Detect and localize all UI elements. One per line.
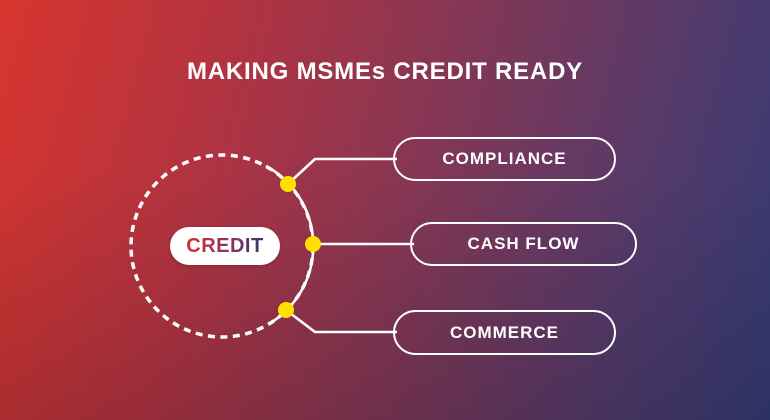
dot-cash-flow	[305, 236, 321, 252]
connector-commerce	[285, 308, 397, 334]
node-compliance: COMPLIANCE	[393, 137, 616, 181]
node-commerce-label: COMMERCE	[449, 322, 560, 342]
credit-center-badge: CREDIT	[170, 227, 280, 265]
node-compliance-label: COMPLIANCE	[442, 149, 567, 168]
credit-label: CREDIT	[186, 234, 264, 257]
dot-commerce	[278, 302, 294, 318]
dot-compliance	[280, 176, 296, 192]
node-commerce: COMMERCE	[393, 310, 616, 355]
node-cash-flow: CASH FLOW	[410, 222, 637, 266]
node-cash-flow-label: CASH FLOW	[467, 234, 580, 253]
page-title: MAKING MSMEs CREDIT READY	[186, 58, 584, 85]
connector-compliance	[287, 157, 397, 185]
